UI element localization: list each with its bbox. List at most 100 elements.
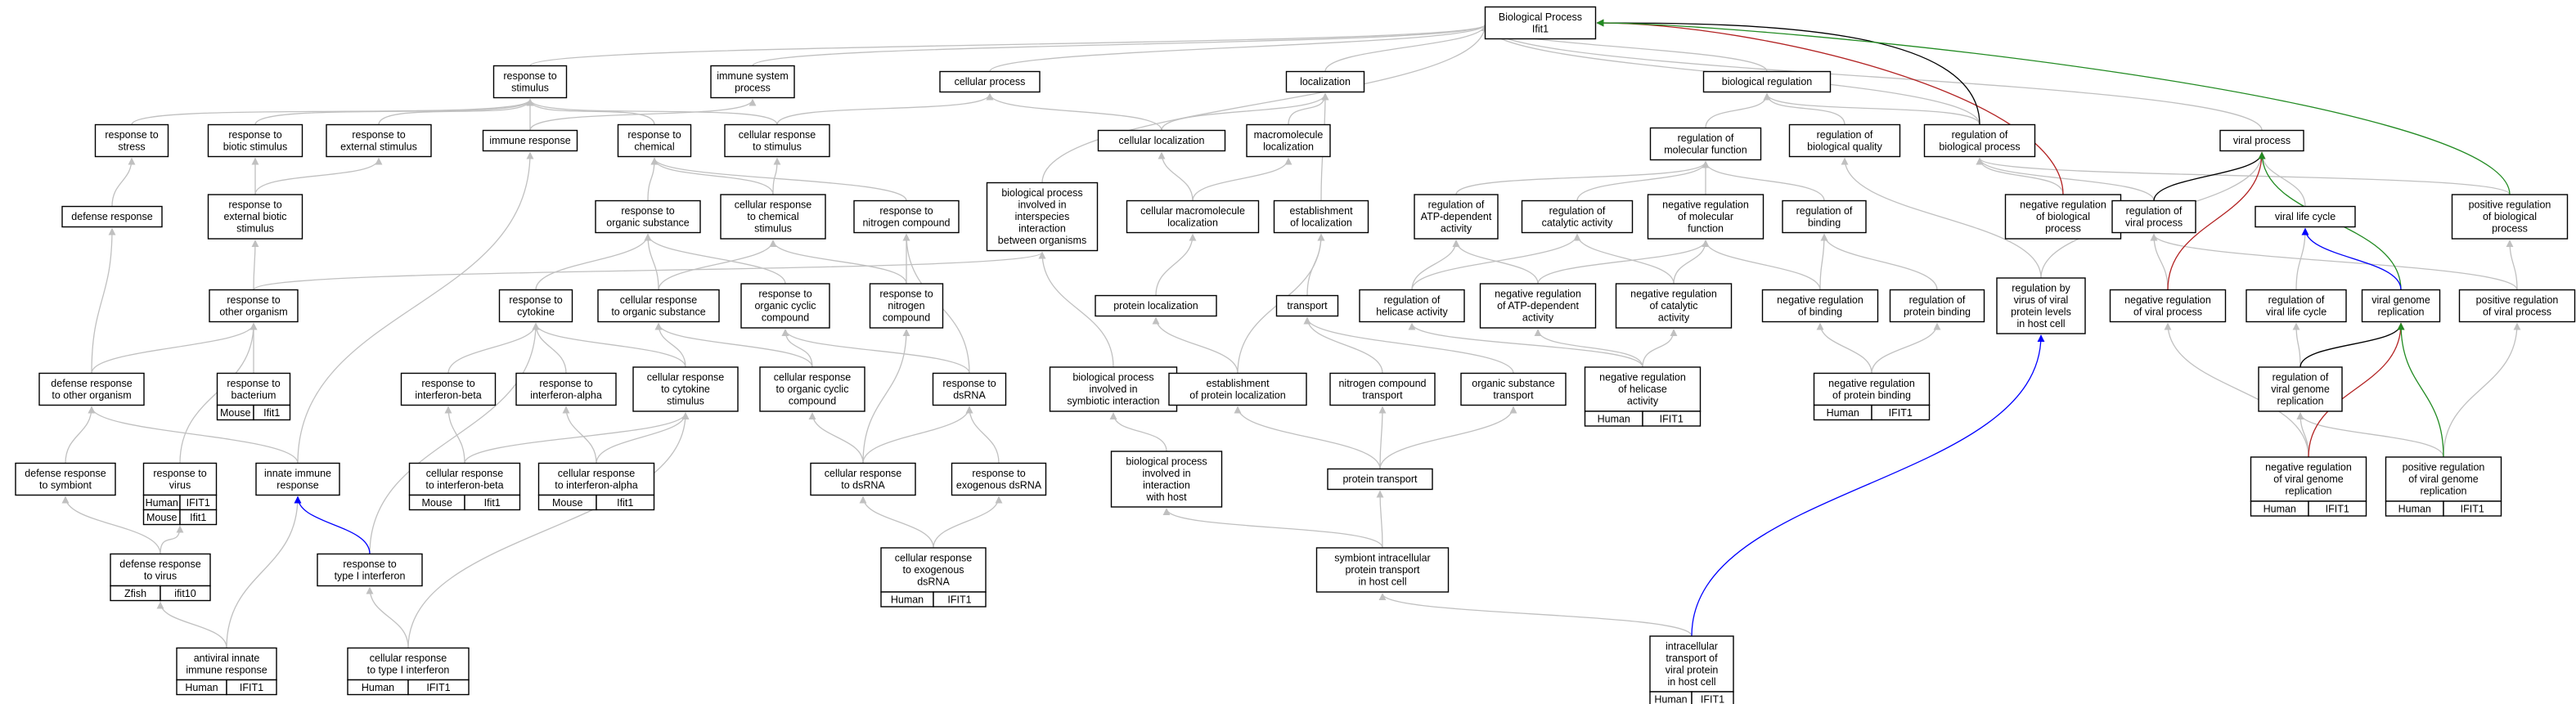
go-term-node-breg[interactable]: biological regulation: [1702, 70, 1832, 93]
go-term-box: [932, 372, 1007, 406]
go-term-node-vlc[interactable]: viral life cycle: [2255, 205, 2356, 228]
go-term-box: [61, 205, 163, 228]
go-term-box: [1649, 635, 1734, 693]
go-term-box: [1414, 194, 1499, 240]
go-term-label: viral process: [2233, 135, 2291, 146]
go-term-node-loc[interactable]: localization: [1285, 70, 1365, 93]
is-a-edge-rrvgr-vgr: [2300, 322, 2405, 368]
go-term-label: positive regulation: [2469, 200, 2551, 211]
go-term-node-vp[interactable]: viral process: [2219, 129, 2304, 152]
go-term-label: transport: [1362, 390, 1403, 401]
go-term-node-ploc[interactable]: protein localization: [1095, 294, 1217, 317]
gene-badge: IFIT1: [2308, 500, 2367, 517]
go-term-node-trans[interactable]: transport: [1275, 294, 1339, 317]
is-a-edge-crt1i-crcs: [407, 412, 690, 648]
gene-badge: IFIT1: [933, 591, 987, 608]
go-term-label: involved in: [1142, 468, 1190, 479]
go-term-label: to exogenous: [902, 564, 964, 576]
go-term-node-ir[interactable]: immune response: [482, 129, 578, 152]
go-term-node-dr[interactable]: defense response: [61, 205, 163, 228]
go-term-node-cp[interactable]: cellular process: [939, 70, 1041, 93]
go-term-node-cloc[interactable]: cellular localization: [1097, 129, 1226, 152]
is-a-edge-prvgr-prvp: [2443, 322, 2521, 458]
go-term-label: of binding: [1798, 307, 1842, 318]
svg-text:Zfish: Zfish: [124, 588, 146, 599]
go-term-label: response to: [153, 468, 206, 479]
go-term-node-pt[interactable]: protein transport: [1327, 468, 1433, 491]
